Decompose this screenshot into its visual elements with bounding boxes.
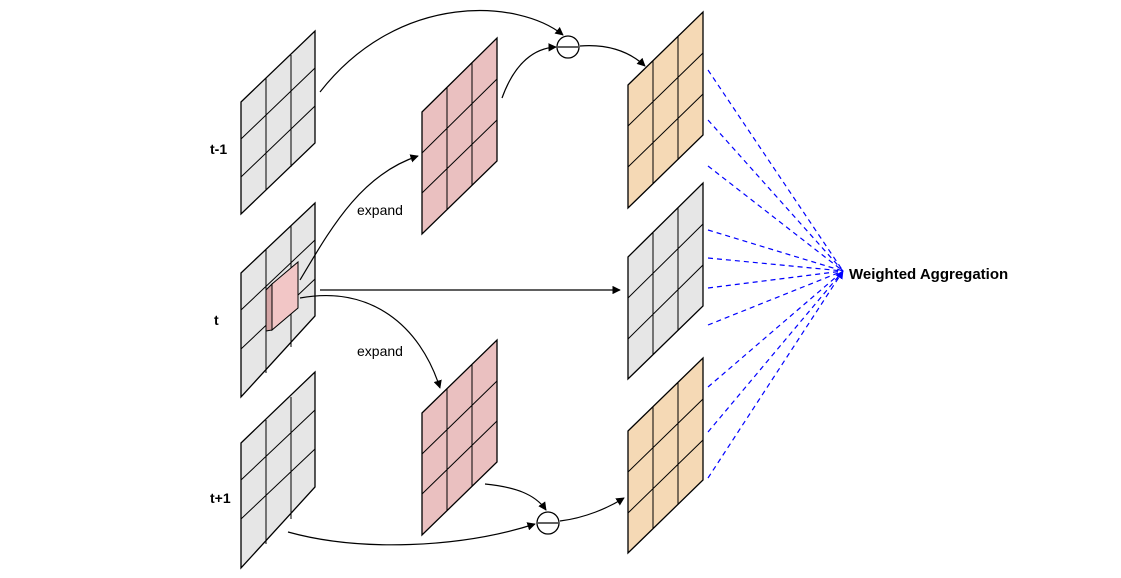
grid-expanded-bottom [421, 338, 498, 537]
arrow-prev-to-subtract [319, 10, 564, 93]
grid-frame-t [240, 201, 316, 399]
arrow-expanded-top-to-subtract [501, 43, 557, 99]
arrow-patch-expand-up [299, 154, 419, 281]
arrow-patch-expand-down [299, 294, 442, 389]
arrow-subtract-to-output-top [579, 45, 646, 67]
label-frame-curr: t [214, 312, 219, 328]
grid-frame-t-minus-1 [240, 29, 316, 216]
label-frame-prev: t-1 [210, 141, 227, 157]
arrow-expanded-bottom-to-subtract [484, 483, 547, 511]
label-frame-next: t+1 [210, 490, 231, 506]
subtract-operator-top [556, 35, 580, 59]
grid-frame-t-plus-1 [240, 370, 316, 570]
label-weighted-aggregation: Weighted Aggregation [849, 266, 1008, 283]
grid-expanded-top [421, 36, 498, 236]
aggregation-lines [707, 69, 844, 479]
grid-output-middle [627, 181, 704, 381]
subtract-operator-bottom [536, 511, 560, 535]
label-expand-top: expand [357, 202, 403, 218]
arrow-next-to-subtract [287, 522, 536, 546]
grid-output-top [627, 10, 704, 210]
arrow-subtract-to-output-bottom [559, 497, 625, 522]
label-expand-bottom: expand [357, 343, 403, 359]
grid-output-bottom [627, 356, 704, 555]
